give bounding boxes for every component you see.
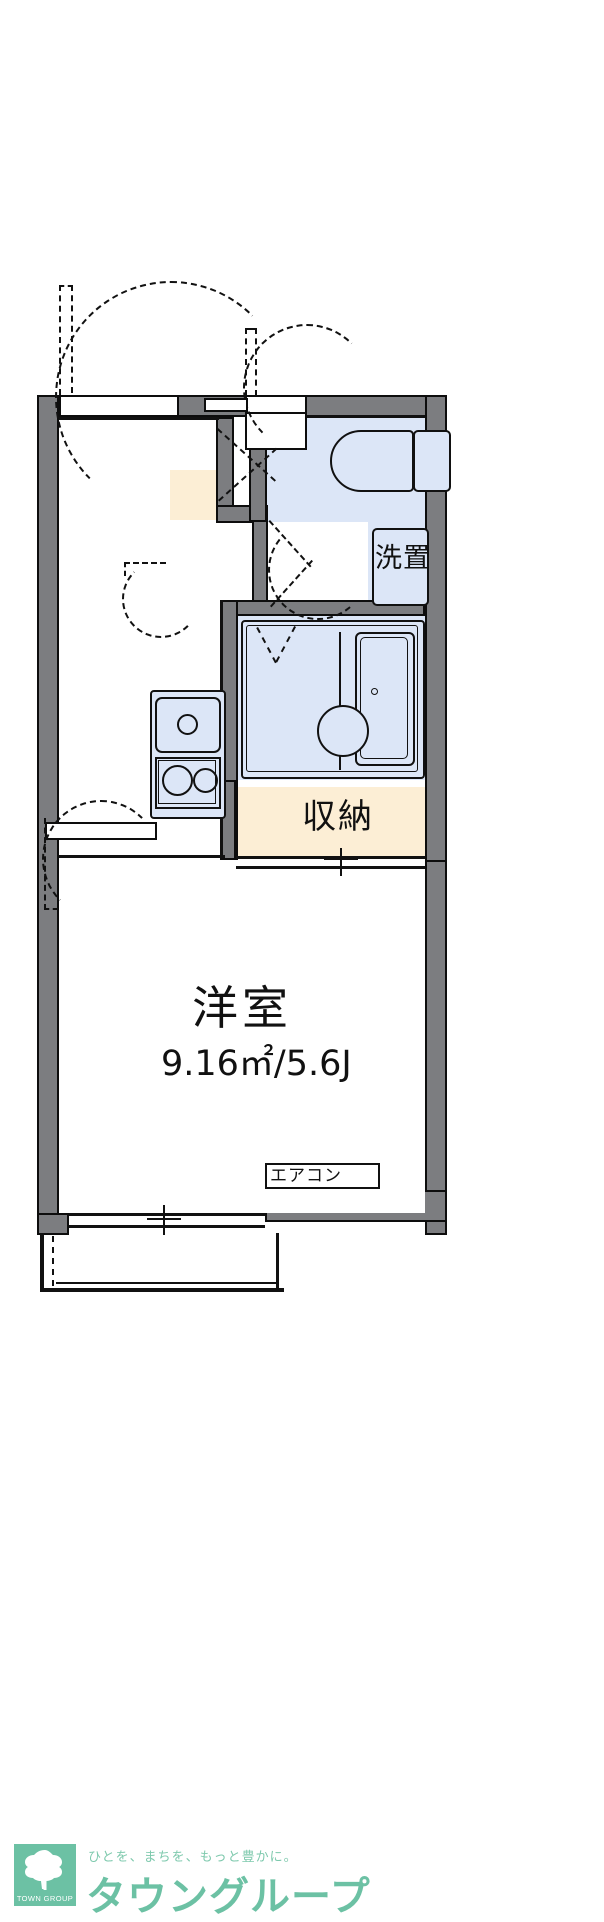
brand-name: タウングループ <box>86 1874 371 1920</box>
room-door-leaf <box>44 818 46 910</box>
kitchen-door-leaf-top <box>124 562 166 564</box>
toilet-tank <box>413 430 451 492</box>
entry-door-leaf-top <box>59 285 73 287</box>
main-room-name: 洋室 <box>192 981 292 1035</box>
bathtub-inner <box>360 637 408 759</box>
closet-door-mark-v <box>340 848 342 876</box>
balcony-right-edge <box>276 1233 279 1288</box>
entry-door-leaf <box>59 285 61 395</box>
kitchen-door-swing-arc <box>122 560 200 638</box>
bath-sink <box>317 705 369 757</box>
entry-door-leaf-2 <box>71 285 73 393</box>
wall-bottom-left <box>37 1213 69 1235</box>
aircon-label: エアコン <box>270 1166 342 1186</box>
kitchen-door-leaf-side <box>124 562 126 576</box>
room-door-leaf-bottom <box>44 908 58 910</box>
corridor-opening-line <box>59 417 219 420</box>
toilet-bowl <box>330 430 414 492</box>
kitchen-sink <box>155 697 221 753</box>
laundry-label: 洗置 <box>375 543 431 574</box>
brand-tagline: ひとを、まちを、もっと豊かに。 <box>88 1850 298 1865</box>
washer-space <box>372 528 429 606</box>
toilet-door-leaf-2 <box>255 328 257 396</box>
bath-partition <box>339 632 341 770</box>
wall-left <box>37 395 59 1235</box>
closet-door-mark-h <box>324 858 358 860</box>
balcony-inner-line <box>56 1282 276 1284</box>
entry-door-swing-arc <box>55 281 287 513</box>
burner-left-icon <box>162 765 193 796</box>
closet-door-line-2 <box>236 866 425 869</box>
burner-right-icon <box>193 768 218 793</box>
footer-branding: TOWN GROUP ひとを、まちを、もっと豊かに。 タウングループ <box>0 1840 604 1920</box>
toilet-door-swing-arc <box>243 324 371 452</box>
room-closet <box>236 787 425 859</box>
window-mark-v <box>163 1205 165 1235</box>
closet-label: 収納 <box>302 797 374 837</box>
aircon-box <box>265 1163 380 1189</box>
window-line-2 <box>69 1225 265 1228</box>
wall-right-lower <box>425 860 447 1235</box>
window-line-1 <box>69 1213 265 1216</box>
room-door-swing-arc <box>42 800 160 918</box>
toilet-door-leaf-top <box>245 328 257 330</box>
toilet-door-leaf <box>245 328 247 396</box>
hall-door-swing-arc <box>268 520 368 620</box>
bathtub-drain-icon <box>371 688 378 695</box>
main-room-area: 9.16㎡/5.6J <box>161 1044 352 1084</box>
logo-caption: TOWN GROUP <box>16 1894 74 1903</box>
balcony <box>40 1233 284 1292</box>
kitchen-sink-drain-icon <box>177 714 198 735</box>
closet-door-line-1 <box>236 856 425 859</box>
tree-icon <box>25 1850 62 1890</box>
balcony-inner-dashed <box>52 1236 54 1286</box>
window-mark-h <box>147 1218 181 1220</box>
entrance-upper-opening <box>204 398 248 412</box>
